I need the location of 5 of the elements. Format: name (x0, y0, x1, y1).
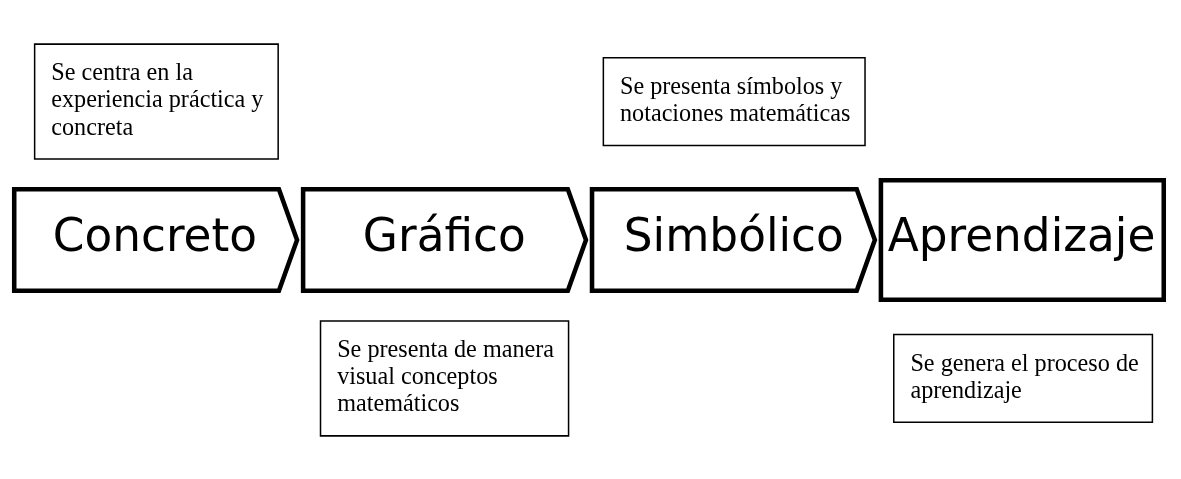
node-label: Se presenta de manera visual conceptos matemáticos (337, 334, 555, 416)
node-label: Se centra en la experiencia práctica y concreta (51, 57, 264, 140)
node-label: Se presenta símbolos y notaciones matemáticas (619, 71, 851, 126)
node-box: Aprendizaje (878, 177, 1166, 302)
node-label: Se genera el proceso de aprendizaje (910, 348, 1139, 403)
